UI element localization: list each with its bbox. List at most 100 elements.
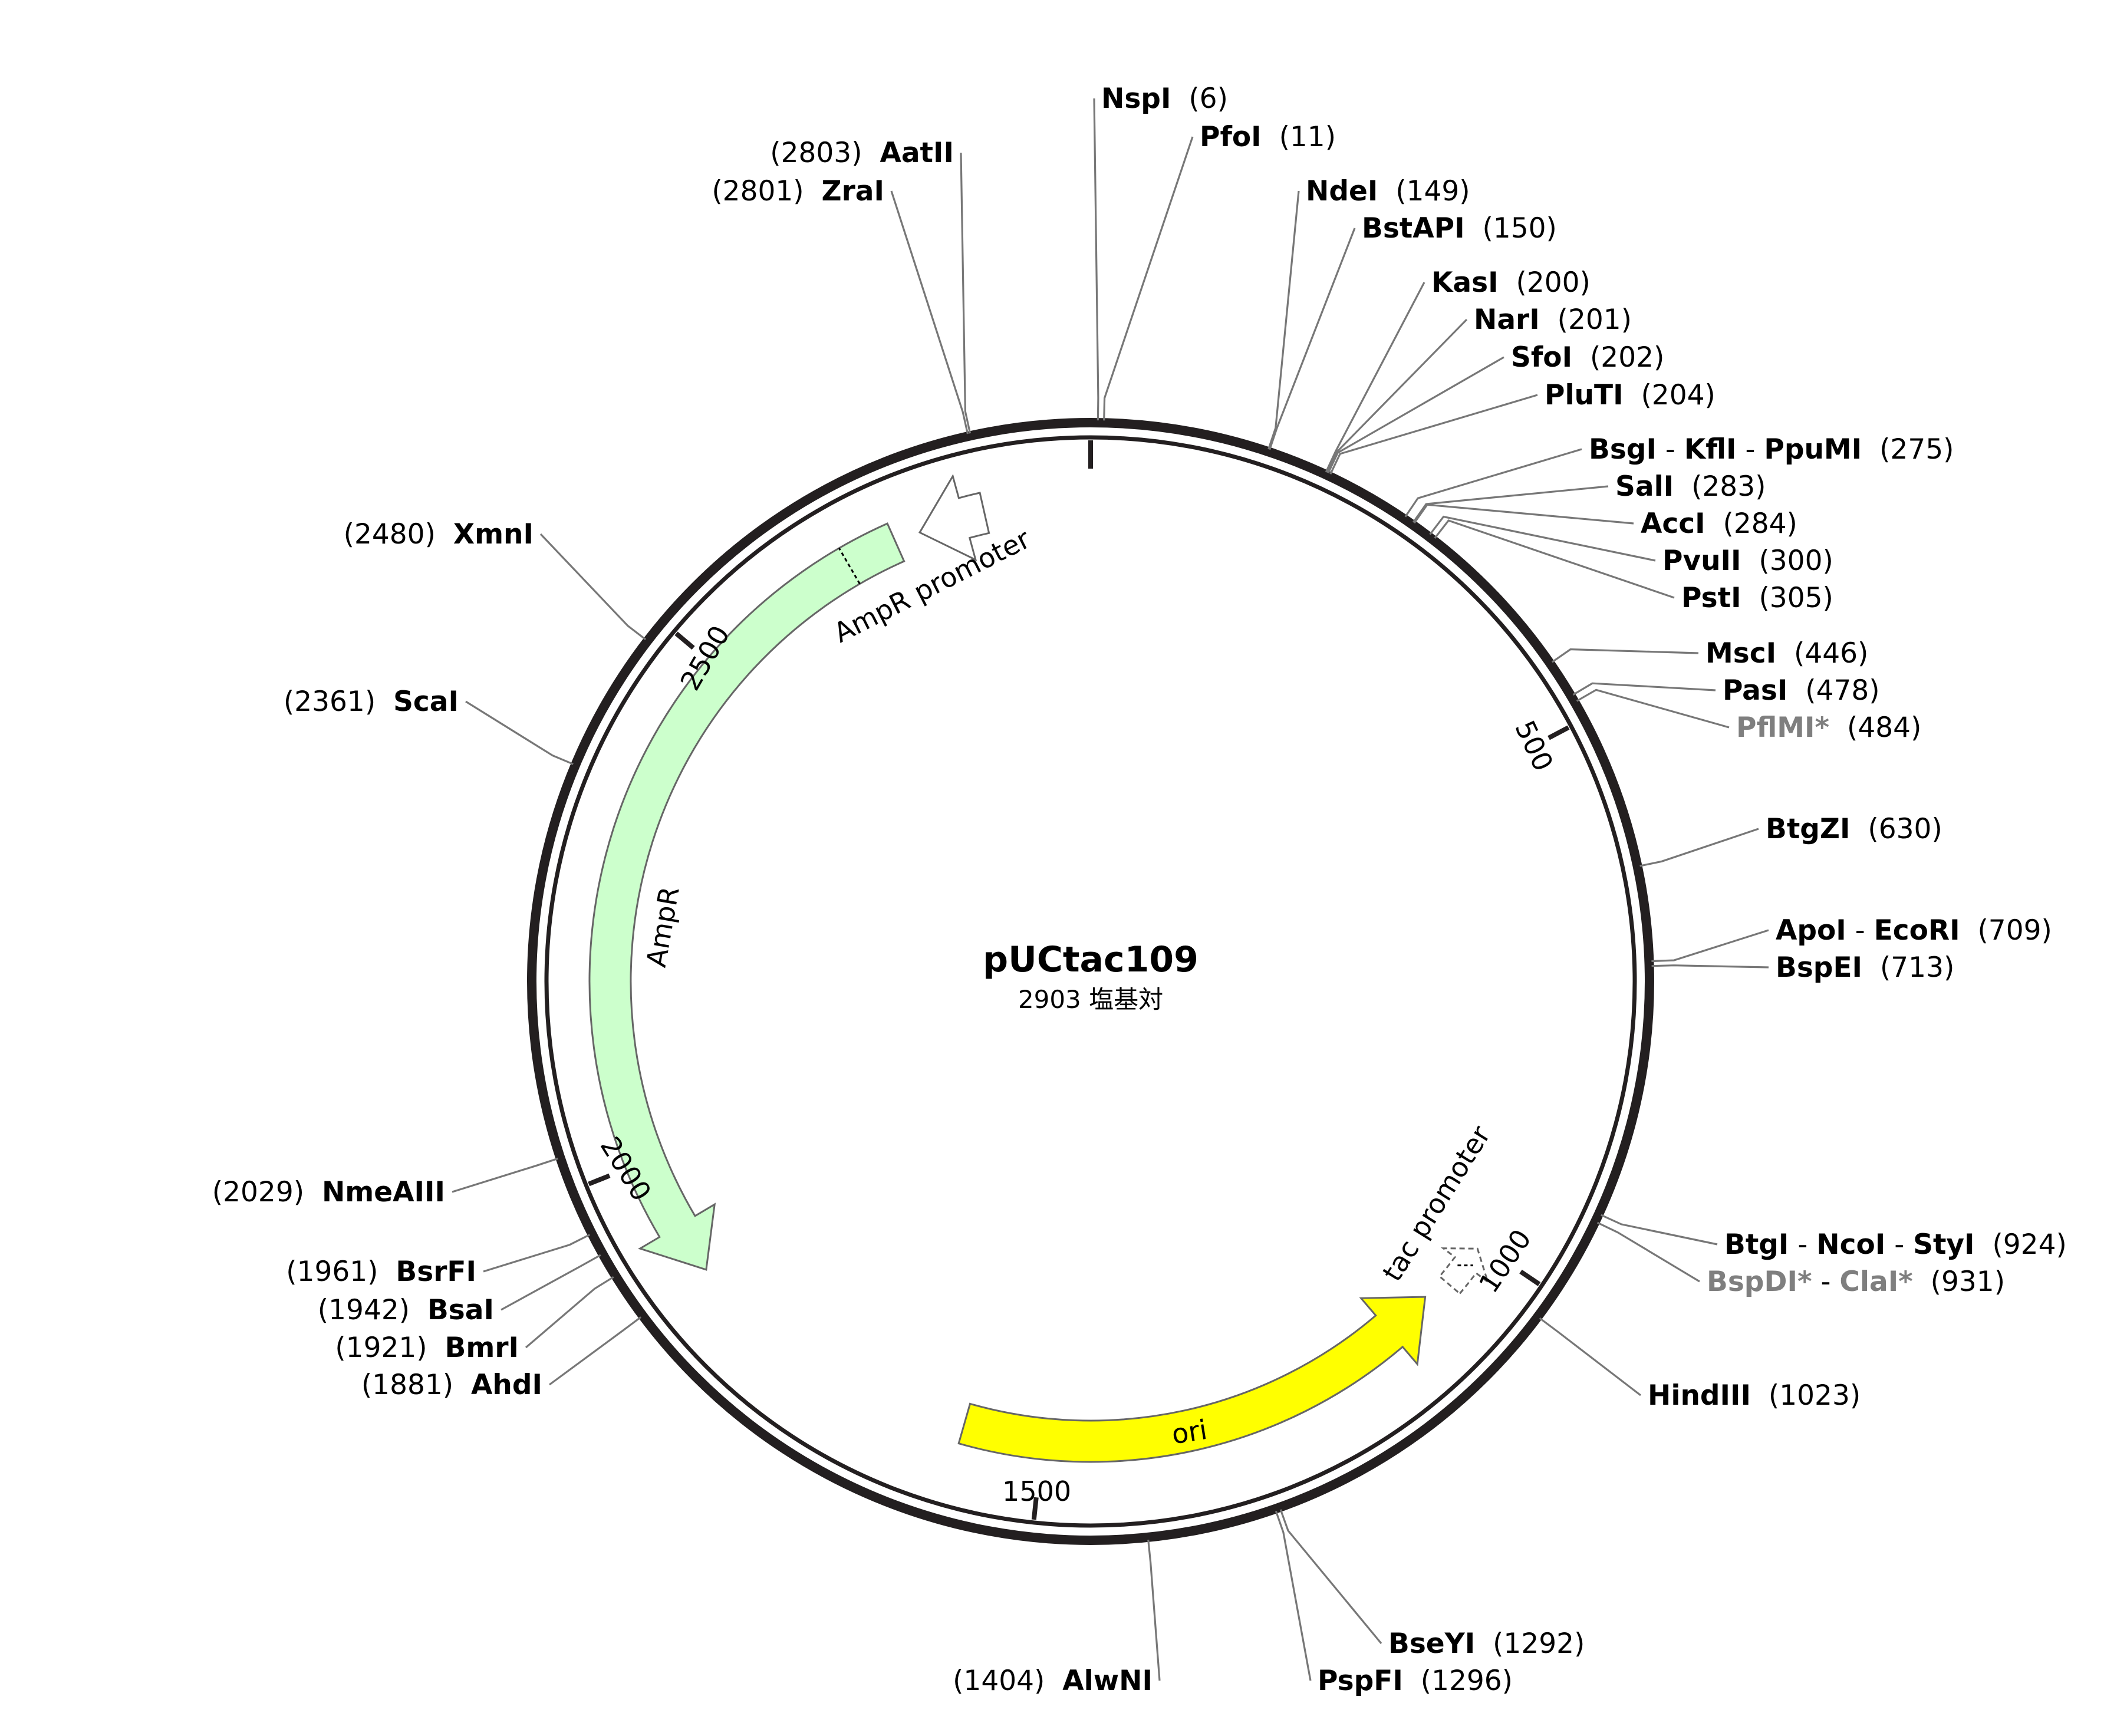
site-label[interactable]: PluTI (204)	[1545, 379, 1716, 411]
tick-1000	[1519, 1269, 1541, 1286]
cut-position: (630)	[1868, 813, 1942, 845]
site-label[interactable]: NspI (6)	[1101, 83, 1228, 115]
site-label[interactable]: KasI (200)	[1431, 266, 1591, 299]
cut-position: (2480)	[344, 518, 436, 551]
cut-position: (204)	[1641, 379, 1715, 411]
feature-tac-promoter[interactable]	[1438, 1247, 1490, 1295]
site-label[interactable]: (1921) BmrI	[335, 1332, 519, 1364]
leader-line	[1601, 1214, 1718, 1246]
spacer	[1378, 175, 1395, 207]
leader-line	[960, 152, 972, 434]
site-label[interactable]: SalI (283)	[1615, 470, 1766, 503]
enzyme-name: NmeAIII	[322, 1176, 445, 1208]
plasmid-name: pUCtac109	[983, 939, 1199, 980]
enzyme-name: AhdI	[471, 1369, 542, 1401]
site-label[interactable]: BtgZI (630)	[1766, 813, 1942, 845]
site-label[interactable]: PflMI* (484)	[1736, 711, 1921, 744]
leader-line	[539, 533, 647, 641]
site-label[interactable]: ApoI - EcoRI (709)	[1776, 914, 2052, 947]
leader-line	[1093, 98, 1099, 421]
enzyme-name: BstAPI	[1362, 212, 1465, 245]
enzyme-name: PspFI	[1318, 1665, 1403, 1697]
site-label[interactable]: (2361) ScaI	[284, 686, 459, 718]
site-label[interactable]: (1961) BsrFI	[286, 1256, 476, 1288]
site-label[interactable]: NarI (201)	[1474, 304, 1632, 336]
enzyme-name: EcoRI	[1874, 914, 1960, 947]
leader-line	[1576, 689, 1730, 729]
leader-line	[1279, 1509, 1382, 1645]
cut-position: (11)	[1279, 121, 1336, 153]
spacer	[1475, 1628, 1493, 1660]
tick-2500	[674, 631, 695, 650]
site-label[interactable]: BtgI - NcoI - StyI (924)	[1724, 1228, 2067, 1261]
cut-position: (275)	[1879, 433, 1954, 466]
enzyme-name: BsgI	[1589, 433, 1657, 466]
leader-line	[1269, 228, 1356, 450]
site-label[interactable]: (1881) AhdI	[361, 1369, 542, 1401]
leader-line	[1572, 682, 1716, 696]
site-label[interactable]: HindIII (1023)	[1648, 1379, 1861, 1412]
spacer	[1741, 582, 1759, 614]
enzyme-name: ZraI	[822, 175, 884, 207]
tick-500	[1547, 725, 1570, 740]
site-label[interactable]: PasI (478)	[1723, 674, 1880, 707]
feature-ori[interactable]	[957, 1296, 1427, 1463]
site-label[interactable]: (2029) NmeAIII	[212, 1176, 445, 1208]
site-label[interactable]: (2480) XmnI	[344, 518, 534, 551]
backbone-outer-ring	[527, 418, 1654, 1545]
spacer	[804, 175, 822, 207]
leader-line	[1103, 136, 1194, 421]
enzyme-name: PfoI	[1200, 121, 1262, 153]
site-separator: -	[1846, 914, 1874, 947]
leader-line	[525, 1276, 614, 1349]
site-label[interactable]: BspDI* - ClaI* (931)	[1707, 1266, 2005, 1298]
spacer	[427, 1332, 445, 1364]
feature-label-ampr: AmpR	[640, 884, 686, 970]
site-label[interactable]: MscI (446)	[1705, 637, 1868, 670]
site-label-layer: NspI (6) PfoI (11) NdeI (149) BstAPI (150) K…	[212, 83, 2067, 1697]
site-label[interactable]: NdeI (149)	[1306, 175, 1470, 207]
feature-ampr-promoter[interactable]	[918, 473, 990, 562]
spacer	[1572, 341, 1590, 374]
enzyme-name: SfoI	[1511, 341, 1572, 374]
enzyme-name: BtgZI	[1766, 813, 1851, 845]
enzyme-name: StyI	[1913, 1228, 1974, 1261]
cut-position: (150)	[1482, 212, 1556, 245]
cut-position: (305)	[1759, 582, 1833, 614]
site-label[interactable]: BspEI (713)	[1776, 951, 1954, 984]
site-label[interactable]: (2803) AatII	[770, 137, 954, 169]
enzyme-name: ClaI*	[1839, 1266, 1912, 1298]
tick-1500	[1031, 1497, 1039, 1520]
spacer	[1262, 121, 1279, 153]
site-label[interactable]: BsgI - KflI - PpuMI (275)	[1589, 433, 1954, 466]
site-label[interactable]: (2801) ZraI	[712, 175, 884, 207]
enzyme-name: AlwNI	[1062, 1665, 1153, 1697]
site-label[interactable]: (1404) AlwNI	[953, 1665, 1153, 1697]
spacer	[1045, 1665, 1062, 1697]
enzyme-name: NspI	[1101, 83, 1171, 115]
site-label[interactable]: PstI (305)	[1681, 582, 1833, 614]
cut-position: (1881)	[361, 1369, 453, 1401]
enzyme-name: NarI	[1474, 304, 1540, 336]
leader-line	[1404, 448, 1582, 518]
spacer	[1975, 1228, 1993, 1261]
spacer	[376, 686, 393, 718]
cut-position: (924)	[1992, 1228, 2066, 1261]
site-label[interactable]: (1942) BsaI	[318, 1294, 494, 1326]
leader-line	[1329, 394, 1538, 475]
cut-position: (1404)	[953, 1665, 1045, 1697]
feature-ampr[interactable]	[588, 522, 906, 1271]
site-label[interactable]: PvuII (300)	[1662, 545, 1833, 577]
cut-position: (1292)	[1493, 1628, 1585, 1660]
site-label[interactable]: AccI (284)	[1641, 508, 1797, 540]
site-label[interactable]: BstAPI (150)	[1362, 212, 1557, 245]
spacer	[1171, 83, 1188, 115]
site-label[interactable]: PspFI (1296)	[1318, 1665, 1513, 1697]
site-label[interactable]: SfoI (202)	[1511, 341, 1664, 374]
site-label[interactable]: BseYI (1292)	[1388, 1628, 1585, 1660]
spacer	[436, 518, 453, 551]
leader-line	[1147, 1539, 1161, 1681]
site-label[interactable]: PfoI (11)	[1200, 121, 1336, 153]
site-separator: -	[1885, 1228, 1913, 1261]
